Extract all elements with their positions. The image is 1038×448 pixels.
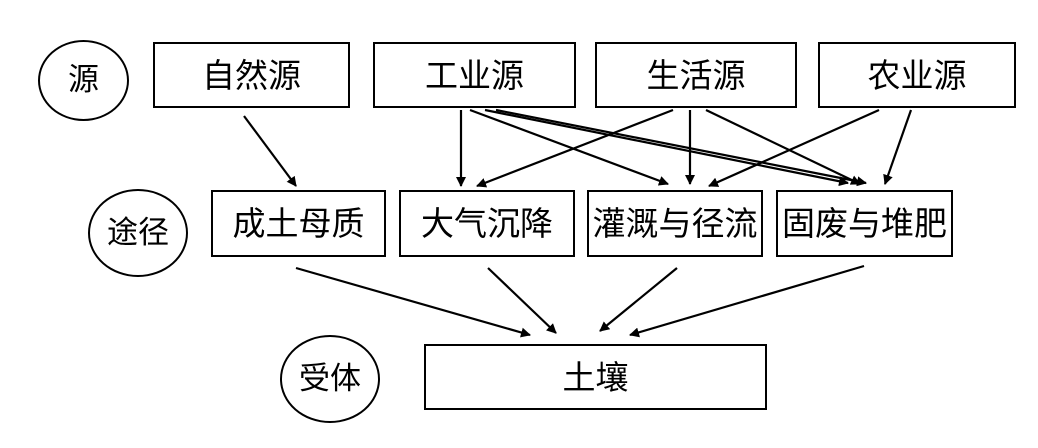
arrow-atmospheric-deposition-to-soil: [487, 267, 557, 334]
arrow-irrigation-runoff-to-soil: [599, 267, 678, 332]
row-label-source-text: 源: [68, 62, 99, 98]
source-industrial-label: 工业源: [425, 55, 524, 95]
row-label-source: 源: [38, 40, 129, 121]
pathway-irrigation-runoff-label: 灌溉与径流: [592, 204, 758, 243]
receptor-soil-label: 土壤: [562, 357, 629, 397]
source-natural-label: 自然源: [202, 55, 301, 95]
source-industrial-box: 工业源: [373, 42, 576, 108]
arrow-agricultural-to-solid-waste-manure: [883, 109, 913, 185]
source-agricultural-label: 农业源: [867, 55, 967, 95]
pathway-solid-waste-manure-label: 固废与堆肥: [782, 204, 947, 243]
arrow-natural-to-parent-material: [243, 115, 297, 187]
arrow-domestic-to-solid-waste-manure: [705, 109, 861, 185]
pathway-atmospheric-deposition-box: 大气沉降: [399, 190, 575, 257]
pathway-atmospheric-deposition-label: 大气沉降: [421, 204, 553, 243]
receptor-soil-box: 土壤: [424, 344, 767, 410]
pathway-solid-waste-manure-box: 固废与堆肥: [776, 190, 953, 257]
pathway-irrigation-runoff-box: 灌溉与径流: [587, 190, 763, 257]
pathway-parent-material-box: 成土母质: [211, 190, 386, 257]
pathway-parent-material-label: 成土母质: [232, 204, 365, 243]
arrow-industrial-to-solid-waste-manure-a: [484, 108, 849, 187]
source-agricultural-box: 农业源: [818, 42, 1016, 108]
row-label-receptor: 受体: [280, 335, 380, 423]
row-label-pathway-text: 途径: [107, 214, 169, 251]
source-domestic-label: 生活源: [646, 55, 746, 95]
source-natural-box: 自然源: [153, 42, 350, 108]
row-label-receptor-text: 受体: [299, 360, 361, 397]
arrow-industrial-to-solid-waste-manure-b: [495, 108, 867, 187]
source-domestic-box: 生活源: [595, 42, 797, 108]
row-label-pathway: 途径: [88, 189, 188, 277]
arrow-agricultural-to-irrigation-runoff: [708, 108, 880, 188]
arrow-parent-material-to-soil: [295, 266, 531, 338]
arrow-industrial-to-irrigation-runoff: [469, 108, 669, 186]
arrow-solid-waste-manure-to-soil: [629, 264, 865, 338]
arrow-domestic-to-atmospheric-deposition: [476, 108, 674, 188]
